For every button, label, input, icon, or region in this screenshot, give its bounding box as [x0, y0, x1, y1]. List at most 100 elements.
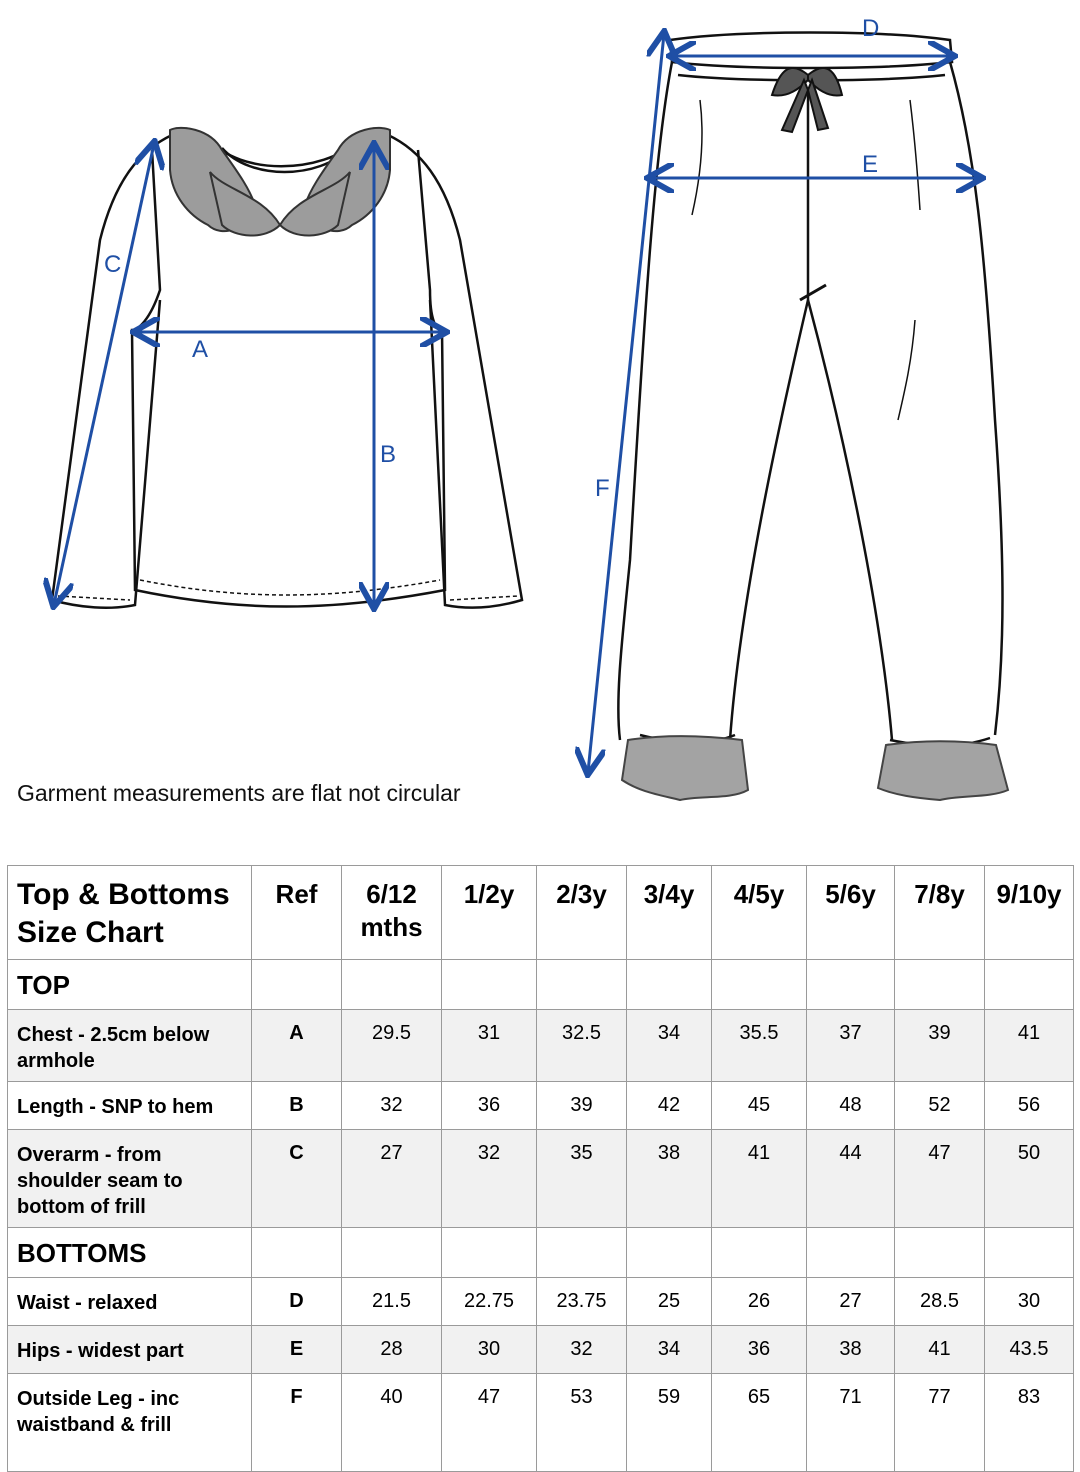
empty-cell — [806, 959, 895, 1010]
value-cell: 43.5 — [984, 1325, 1074, 1374]
value-cell: 53 — [536, 1373, 627, 1472]
measurement-label: Waist - relaxed — [7, 1277, 252, 1326]
empty-cell — [536, 1227, 627, 1278]
garment-diagram: A B C D E F — [0, 15, 1010, 802]
size-header: 4/5y — [711, 865, 807, 960]
measurement-note: Garment measurements are flat not circul… — [17, 780, 461, 806]
value-cell: 28 — [341, 1325, 442, 1374]
value-cell: 39 — [894, 1009, 985, 1082]
value-cell: 34 — [626, 1325, 712, 1374]
measurement-arrows — [54, 34, 980, 772]
value-cell: 50 — [984, 1129, 1074, 1228]
ref-cell: E — [251, 1325, 342, 1374]
ref-cell: A — [251, 1009, 342, 1082]
size-header: 9/10y — [984, 865, 1074, 960]
value-cell: 26 — [711, 1277, 807, 1326]
value-cell: 32 — [536, 1325, 627, 1374]
empty-cell — [441, 1227, 537, 1278]
label-d: D — [862, 15, 879, 42]
value-cell: 41 — [984, 1009, 1074, 1082]
value-cell: 38 — [806, 1325, 895, 1374]
empty-cell — [711, 959, 807, 1010]
value-cell: 47 — [441, 1373, 537, 1472]
measurement-labels: A B C D E F — [104, 15, 879, 502]
size-header: 1/2y — [441, 865, 537, 960]
section-row: TOP — [7, 959, 1074, 1010]
ref-cell: B — [251, 1081, 342, 1130]
value-cell: 39 — [536, 1081, 627, 1130]
value-cell: 41 — [894, 1325, 985, 1374]
empty-cell — [984, 959, 1074, 1010]
value-cell: 28.5 — [894, 1277, 985, 1326]
value-cell: 59 — [626, 1373, 712, 1472]
value-cell: 31 — [441, 1009, 537, 1082]
value-cell: 45 — [711, 1081, 807, 1130]
empty-cell — [251, 1227, 342, 1278]
label-e: E — [862, 151, 878, 178]
value-cell: 52 — [894, 1081, 985, 1130]
value-cell: 65 — [711, 1373, 807, 1472]
empty-cell — [806, 1227, 895, 1278]
value-cell: 35 — [536, 1129, 627, 1228]
empty-cell — [341, 959, 442, 1010]
empty-cell — [626, 959, 712, 1010]
value-cell: 30 — [984, 1277, 1074, 1326]
value-cell: 56 — [984, 1081, 1074, 1130]
value-cell: 83 — [984, 1373, 1074, 1472]
value-cell: 47 — [894, 1129, 985, 1228]
value-cell: 22.75 — [441, 1277, 537, 1326]
measurement-label: Length - SNP to hem — [7, 1081, 252, 1130]
value-cell: 36 — [441, 1081, 537, 1130]
empty-cell — [711, 1227, 807, 1278]
value-cell: 42 — [626, 1081, 712, 1130]
value-cell: 21.5 — [341, 1277, 442, 1326]
section-title: BOTTOMS — [7, 1227, 252, 1278]
label-b: B — [380, 441, 396, 468]
empty-cell — [894, 959, 985, 1010]
label-a: A — [192, 336, 208, 363]
collar-icon — [169, 126, 391, 237]
label-c: C — [104, 251, 121, 278]
ref-cell: C — [251, 1129, 342, 1228]
size-header: 5/6y — [806, 865, 895, 960]
section-title: TOP — [7, 959, 252, 1010]
measurement-label: Outside Leg - inc waistband & frill — [7, 1373, 252, 1472]
empty-cell — [441, 959, 537, 1010]
value-cell: 38 — [626, 1129, 712, 1228]
value-cell: 37 — [806, 1009, 895, 1082]
value-cell: 44 — [806, 1129, 895, 1228]
empty-cell — [984, 1227, 1074, 1278]
value-cell: 30 — [441, 1325, 537, 1374]
bow-icon — [770, 67, 844, 134]
value-cell: 77 — [894, 1373, 985, 1472]
size-header: 2/3y — [536, 865, 627, 960]
value-cell: 40 — [341, 1373, 442, 1472]
label-f: F — [595, 475, 610, 502]
empty-cell — [626, 1227, 712, 1278]
value-cell: 34 — [626, 1009, 712, 1082]
top-garment-icon — [50, 133, 524, 609]
value-cell: 23.75 — [536, 1277, 627, 1326]
ref-header: Ref — [251, 865, 342, 960]
value-cell: 32.5 — [536, 1009, 627, 1082]
bottoms-garment-icon — [617, 31, 1004, 748]
value-cell: 32 — [441, 1129, 537, 1228]
value-cell: 71 — [806, 1373, 895, 1472]
lace-frill-icon — [620, 735, 1010, 802]
ref-cell: D — [251, 1277, 342, 1326]
measurement-label: Overarm - from shoulder seam to bottom o… — [7, 1129, 252, 1228]
value-cell: 48 — [806, 1081, 895, 1130]
value-cell: 35.5 — [711, 1009, 807, 1082]
value-cell: 29.5 — [341, 1009, 442, 1082]
value-cell: 27 — [806, 1277, 895, 1326]
table-row: Overarm - from shoulder seam to bottom o… — [7, 1129, 1074, 1228]
value-cell: 27 — [341, 1129, 442, 1228]
